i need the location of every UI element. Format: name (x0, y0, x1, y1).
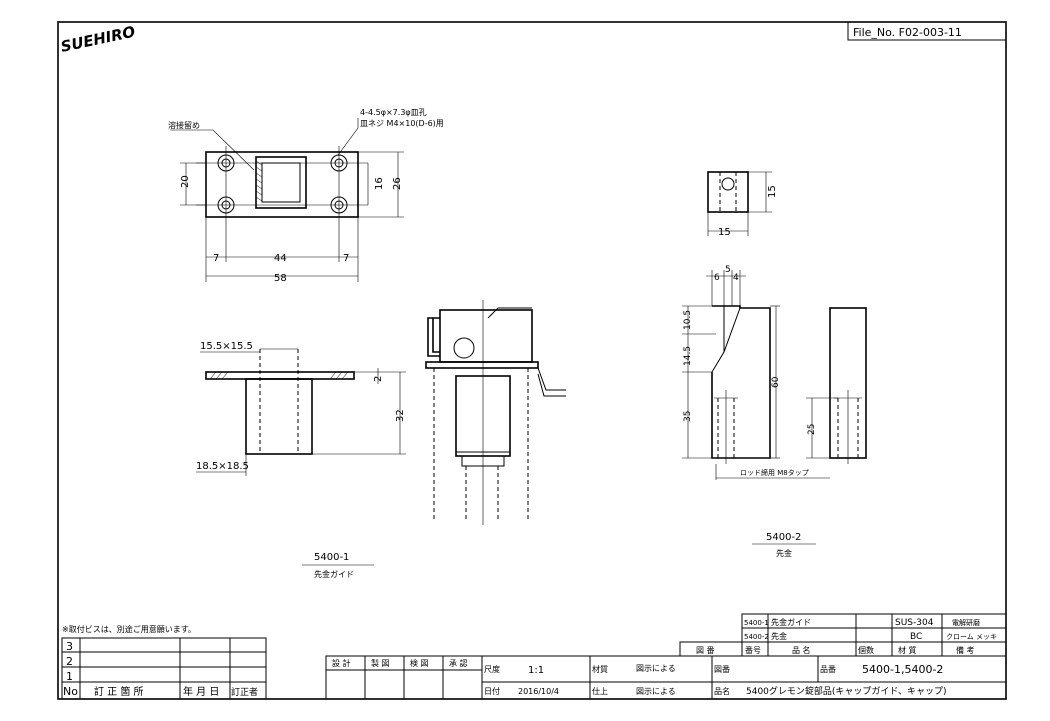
screw-hole (330, 154, 348, 172)
rev-header-location: 訂 正 箇 所 (94, 685, 144, 698)
file-no-box (847, 21, 1007, 41)
small-square (707, 171, 749, 213)
dim-26: 26 (392, 177, 403, 190)
dim-32: 32 (395, 409, 406, 422)
rev-row-1: 1 (66, 670, 73, 683)
parts-row-2-name: 先金 (771, 631, 787, 641)
dim-35: 35 (683, 411, 693, 422)
part-no-5400-2: 5400-2 (766, 532, 801, 543)
value-material: 図示による (636, 664, 676, 673)
parts-header-number: 番号 (745, 645, 761, 655)
guide-tube (245, 378, 313, 455)
file-no: File_No. F02-003-11 (853, 26, 962, 39)
assembly-plate (425, 361, 539, 369)
dim-10-5: 10.5 (683, 310, 693, 330)
dim-4: 4 (733, 273, 739, 283)
parts-row-1-material: SUS-304 (895, 618, 934, 628)
guide-flange (205, 371, 355, 380)
rev-header-no: No (63, 685, 78, 698)
value-scale: 1:1 (528, 665, 544, 676)
value-finish: 図示による (636, 687, 676, 696)
dim-15-h: 15 (718, 227, 731, 238)
rev-header-corrector: 訂正者 (231, 686, 258, 698)
rev-row-3: 3 (66, 640, 73, 653)
label-shonin: 承 認 (449, 658, 468, 668)
value-product-no: 5400-1,5400-2 (862, 663, 943, 676)
parts-header-remarks: 備 考 (956, 645, 975, 655)
small-square-view: 15 15 (707, 171, 778, 238)
rev-header-date: 年 月 日 (183, 685, 219, 698)
assembly-tip (439, 309, 533, 363)
parts-row-1-finish: 電解研磨 (952, 618, 980, 627)
screw-hole (330, 196, 348, 214)
parts-header-material: 材 質 (898, 645, 917, 655)
label-material: 材質 (592, 664, 608, 674)
label-drawing: 図番 (714, 664, 730, 674)
parts-row-2-finish: クローム メッキ (946, 633, 997, 641)
parts-row-1-no: 5400-1 (744, 619, 769, 627)
guide-side-view: 15.5×15.5 18.5×18.5 2 32 5400-1 先金ガイド (196, 341, 406, 579)
screw-hole (217, 196, 235, 214)
dim-20: 20 (180, 175, 191, 188)
label-product-name: 品名 (714, 686, 730, 696)
parts-row-2-material: BC (910, 632, 922, 642)
part-name-5400-2: 先金 (776, 548, 792, 558)
dim-14-5: 14.5 (683, 346, 693, 366)
part-no-5400-1: 5400-1 (314, 552, 349, 563)
label-finish: 仕上 (592, 686, 608, 696)
tip-side-view: 25 (806, 307, 867, 464)
square-tube-outer (255, 156, 307, 209)
label-seizu: 製 図 (371, 658, 390, 668)
rev-row-2: 2 (66, 655, 73, 668)
parts-row-1-name: 先金ガイド (771, 617, 811, 627)
value-product-name: 5400グレモン錠部品(キャップガイド、キャップ) (746, 685, 947, 697)
dim-7b: 7 (343, 253, 349, 264)
plan-view: 溶接留め 4-4.5φ×7.3φ皿孔 皿ネジ M4×10(D-6)用 20 16… (168, 108, 444, 284)
tap-note: ロッド締用 M8タップ (740, 468, 809, 477)
dim-58: 58 (274, 273, 287, 284)
label-15-5: 15.5×15.5 (200, 341, 253, 352)
dim-15-v: 15 (767, 185, 778, 198)
weld-note: 溶接留め (168, 120, 200, 130)
value-date: 2016/10/4 (518, 687, 559, 696)
label-sekkei: 設 計 (332, 658, 351, 668)
dim-7a: 7 (213, 253, 219, 264)
label-product-no: 品番 (820, 664, 836, 674)
dim-44: 44 (274, 253, 287, 264)
label-scale: 尺度 (484, 664, 500, 674)
parts-header-name: 品 名 (792, 645, 811, 655)
screw-note: ※取付ビスは、別途ご用意願います。 (62, 624, 196, 634)
dim-60: 60 (771, 376, 781, 388)
parts-row-2-no: 5400-2 (744, 633, 769, 641)
hole-note-2: 皿ネジ M4×10(D-6)用 (360, 119, 444, 128)
label-kenzu: 検 図 (410, 658, 429, 668)
dim-25: 25 (807, 424, 817, 435)
company-logo: SUEHIRO (59, 23, 137, 56)
base-plate (205, 151, 359, 218)
parts-header-drawing: 図 番 (696, 645, 715, 655)
logo-text: SUEHIRO (59, 23, 137, 56)
title-block: 図 番 番号 品 名 個数 材 質 備 考 設 計 製 図 検 図 承 認 尺度… (325, 641, 1007, 700)
dim-2: 2 (373, 376, 384, 382)
dim-6: 6 (714, 273, 720, 283)
square-tube-inner (261, 162, 301, 203)
assembly-roller (453, 337, 475, 359)
hole-note-1: 4-4.5φ×7.3φ皿孔 (360, 108, 427, 117)
parts-header-qty: 個数 (858, 645, 874, 655)
tip-front-view: 6 5 4 10.5 14.5 35 60 ロッド締用 M8タップ 5400-2… (682, 265, 830, 558)
dim-16: 16 (374, 177, 385, 190)
revision-table: 3 2 1 No 訂 正 箇 所 年 月 日 訂正者 (61, 637, 267, 700)
assembly-view (425, 300, 566, 525)
parts-list: 5400-1 先金ガイド SUS-304 電解研磨 5400-2 先金 BC ク… (741, 613, 1007, 656)
part-name-5400-1: 先金ガイド (314, 569, 354, 579)
label-date: 日付 (484, 686, 500, 696)
screw-hole (217, 154, 235, 172)
label-18-5: 18.5×18.5 (196, 461, 249, 472)
dim-5: 5 (725, 265, 731, 275)
